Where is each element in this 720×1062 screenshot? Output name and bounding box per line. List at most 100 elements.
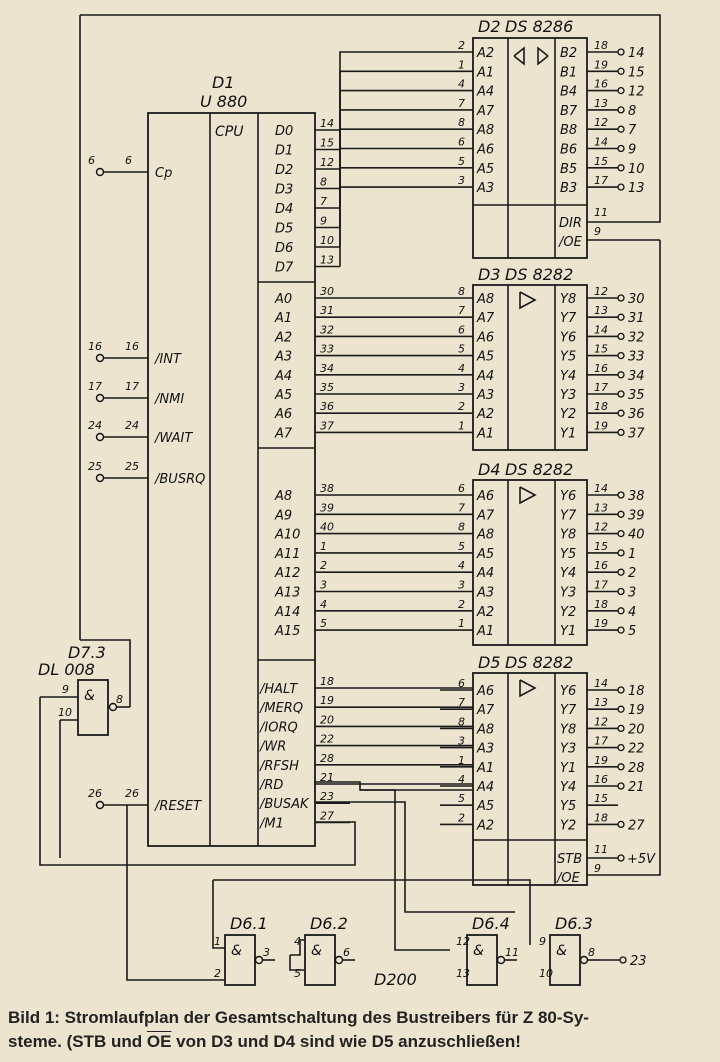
output-terminal (617, 529, 625, 538)
d3-out-label: Y1 (560, 426, 576, 441)
d2-out-number: 18 (594, 39, 608, 52)
d4-a-label: A8 (476, 528, 494, 543)
cpu-pin-label: A12 (274, 566, 300, 581)
d3-ext-number: 30 (628, 292, 645, 307)
caption-line1: Bild 1: Stromlaufplan der Gesamtschaltun… (8, 1008, 589, 1027)
d2-a-wire (339, 167, 473, 247)
ext-pin-number: 25 (88, 460, 102, 473)
d5-out-number: 14 (594, 677, 608, 690)
d2-ext-number: 10 (628, 162, 645, 177)
d3-out-number: 12 (594, 285, 608, 298)
d3-a-label: A4 (476, 369, 494, 384)
cpu-left-label: /NMI (154, 392, 184, 407)
d6-out-bubble (579, 955, 589, 965)
d2-out-label: B2 (560, 46, 577, 61)
d2-a-label: A4 (476, 85, 494, 100)
d4-out-label: Y1 (560, 624, 576, 639)
wire-group (39, 14, 661, 981)
figure-caption: Bild 1: Stromlaufplan der Gesamtschaltun… (8, 1006, 714, 1054)
d2-a-number: 8 (458, 116, 465, 129)
cpu-pin-number: 8 (320, 176, 327, 189)
d5-out-number: 12 (594, 715, 608, 728)
d2-oe-number: 9 (594, 225, 601, 238)
d6-pin-in1: 1 (214, 935, 221, 948)
cpu-pin-number: 15 (320, 137, 334, 150)
cpu-pin-number: 37 (320, 419, 334, 432)
d200-label: D200 (374, 970, 417, 989)
d3-out-label: Y6 (560, 330, 576, 345)
ext-pin-number: 17 (88, 380, 102, 393)
d1-ref: D1 (212, 73, 235, 92)
d4-a-number: 1 (458, 617, 465, 630)
d4-ref: D4 (478, 460, 501, 479)
d4-ext-number: 40 (628, 528, 645, 543)
connector-terminal (95, 353, 105, 363)
d4-out-number: 16 (594, 559, 608, 572)
output-terminal (617, 67, 625, 75)
d3-ref: D3 (478, 265, 501, 284)
d4-ext-number: 4 (628, 605, 636, 620)
d2-a-number: 7 (458, 97, 465, 110)
svg-text:10: 10 (58, 706, 72, 719)
d3-ext-number: 32 (628, 330, 645, 345)
cpu-pin-number: 40 (320, 521, 334, 534)
d2-a-number: 2 (458, 39, 465, 52)
d5-a-label: A8 (476, 722, 494, 737)
d6-pin-out: 6 (343, 946, 350, 959)
d5-out-number: 15 (594, 792, 608, 805)
d3-a-number: 5 (458, 343, 465, 356)
d6-pin-out: 8 (588, 946, 595, 959)
d4-a-number: 5 (458, 540, 465, 553)
cpu-ctrl-number: 19 (320, 694, 334, 707)
output-terminal (617, 607, 625, 615)
d2-a-label: A2 (476, 46, 494, 61)
d4-out-number: 12 (594, 521, 608, 534)
d3-ext-number: 35 (628, 388, 645, 403)
d4-out-number: 15 (594, 540, 608, 553)
d5-a-number: 5 (458, 792, 465, 805)
d4-out-label: Y6 (560, 489, 576, 504)
cpu-pin-number: 35 (320, 381, 334, 394)
d5-a-number: 6 (458, 677, 465, 690)
cpu-pin-number: 13 (320, 254, 334, 267)
cpu-left-number: 25 (125, 460, 139, 473)
cpu-pin-number: 5 (320, 617, 327, 630)
cpu-pin-number: 7 (320, 195, 327, 208)
cpu-pin-label: A3 (274, 350, 292, 365)
svg-text:9: 9 (62, 683, 69, 696)
d2-a-wire (339, 147, 473, 228)
d3-ext-number: 34 (628, 369, 645, 384)
d6-pin-in2: 5 (294, 967, 301, 980)
d3-body (472, 284, 588, 451)
cpu-pin-number: 14 (320, 117, 334, 130)
cpu-pin-label: A7 (274, 426, 293, 441)
d3-out-number: 19 (594, 419, 608, 432)
output-terminal (617, 491, 625, 499)
cpu-ctrl-number: 18 (320, 675, 334, 688)
d5-a-label: A3 (476, 742, 494, 757)
d3-pin-group: A88A77A66A55A44A33A22A11Y81230Y71331Y614… (458, 285, 645, 441)
d2-out-label: B1 (560, 65, 577, 80)
d3-out-number: 18 (594, 400, 608, 413)
d3-a-label: A8 (476, 292, 494, 307)
d6-pin-in1: 12 (456, 935, 470, 948)
cpu-left-label: /WAIT (154, 431, 193, 446)
cpu-pin-label: A8 (274, 489, 292, 504)
d3-a-label: A7 (476, 311, 495, 326)
output-terminal (617, 568, 625, 576)
d5-out-label: Y7 (560, 703, 577, 718)
connector-terminal (95, 800, 105, 810)
output-terminal (617, 125, 625, 133)
svg-text:8: 8 (116, 693, 123, 706)
d3-a-label: A2 (476, 407, 494, 422)
ext-pin-number: 6 (88, 154, 95, 167)
d5-out-number: 16 (594, 773, 608, 786)
output-terminal (617, 313, 625, 321)
d6-ref: D6.2 (310, 914, 348, 933)
d5-out-number: 17 (594, 735, 608, 748)
cpu-ctrl-label: /RFSH (259, 759, 299, 774)
d2-a-label: A6 (476, 143, 494, 158)
d4-a-number: 6 (458, 482, 465, 495)
d3-out-label: Y7 (560, 311, 577, 326)
